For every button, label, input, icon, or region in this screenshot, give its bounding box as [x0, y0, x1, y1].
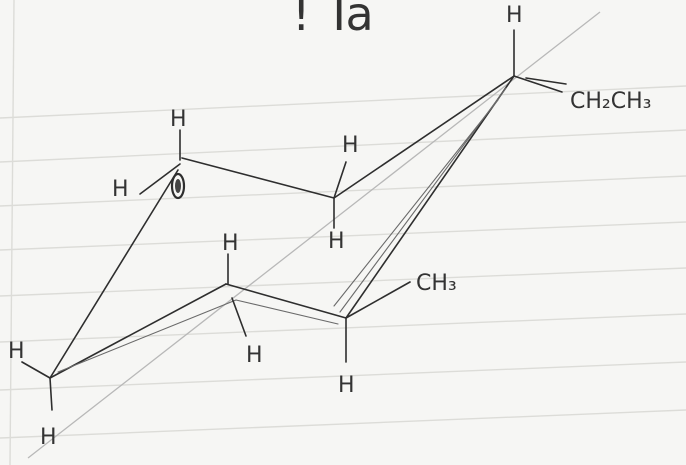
- bond-right-to-lower-right-3: [333, 99, 499, 307]
- bond-lower-right-to-middle-2: [235, 299, 339, 325]
- bond-methyl: [345, 281, 411, 319]
- label-far-left-h-top: H: [8, 339, 25, 364]
- substituent-bonds: [21, 29, 567, 411]
- bond-middle-to-far-left: [49, 283, 227, 379]
- bond-ethyl-arrow: [525, 77, 567, 85]
- label-upper-mid-h-bottom: H: [328, 229, 345, 254]
- scribbled-atom-mark: [170, 172, 186, 200]
- label-upper-left-h-top: H: [170, 107, 187, 132]
- title-fragment: ! Ta: [292, 0, 374, 41]
- scribbled-atom-mark-inner: [175, 179, 181, 193]
- label-middle-h-bottom: H: [246, 343, 263, 368]
- label-middle-h-top: H: [222, 231, 239, 256]
- bond-upper-left-to-mid: [181, 157, 335, 199]
- bond-middle-to-far-left-2: [57, 299, 237, 373]
- label-methyl: CH₃: [416, 271, 457, 296]
- bond-far-left-h-bottom: [49, 377, 53, 411]
- bond-right-to-lower-right: [345, 75, 515, 319]
- bond-upper-mid-h-top: [333, 161, 347, 199]
- bond-upper-left-h-side: [139, 163, 181, 195]
- label-top-right-h: H: [506, 3, 523, 28]
- bond-upper-mid-to-right: [333, 75, 515, 199]
- bond-left-upper: [49, 169, 179, 379]
- ring-bonds: [49, 75, 515, 379]
- label-far-left-h-bottom: H: [40, 425, 57, 450]
- bond-middle-h-bottom: [231, 297, 247, 337]
- label-ethyl: CH₂CH₃: [570, 89, 651, 114]
- label-lower-right-h: H: [338, 373, 355, 398]
- label-upper-mid-h-top: H: [342, 133, 359, 158]
- diagonal-axis-line: [27, 11, 601, 459]
- label-upper-left-h-side: H: [112, 177, 129, 202]
- bond-ethyl: [513, 75, 563, 93]
- bond-lower-right-to-middle: [225, 283, 347, 319]
- bond-far-left-h-top: [21, 361, 51, 379]
